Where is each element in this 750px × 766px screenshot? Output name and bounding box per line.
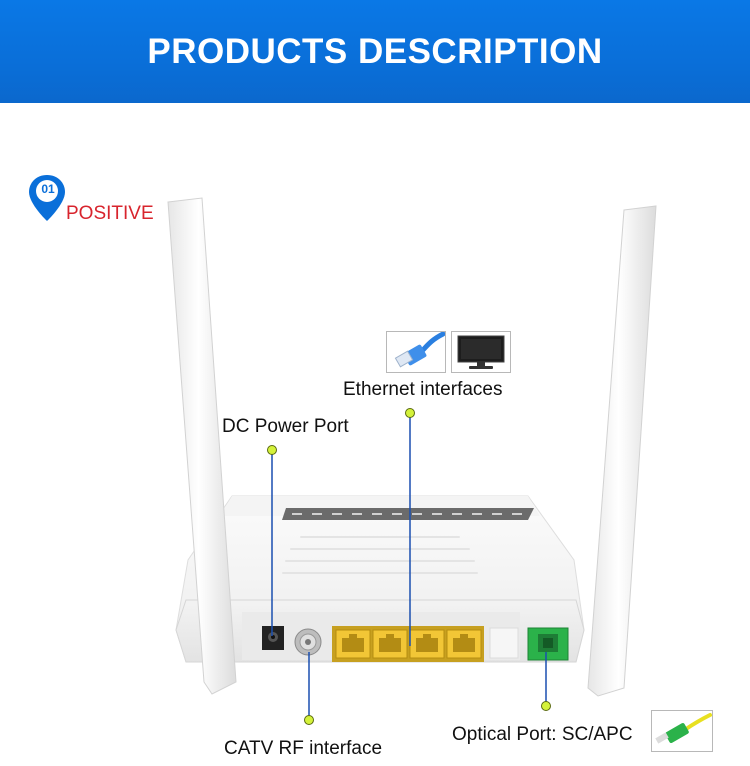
ethernet-cable-icon [394,331,446,368]
led-indicator-strip [282,508,534,520]
monitor-thumbnail [451,331,511,373]
monitor-icon [457,335,505,369]
catv-rf-port [294,628,322,656]
right-antenna [587,205,657,697]
ethernet-interfaces-label: Ethernet interfaces [343,379,503,400]
location-pin-icon [29,175,65,221]
fiber-connector-thumbnail [651,710,713,752]
dc-power-port-label: DC Power Port [222,416,349,437]
lan-port [335,629,371,659]
fiber-connector-icon [655,713,712,744]
blank-panel [489,627,519,659]
page-title: PRODUCTS DESCRIPTION [147,32,603,71]
lan-port [409,629,445,659]
header-banner: PRODUCTS DESCRIPTION [0,0,750,103]
lan-port [372,629,408,659]
optical-port [527,627,569,661]
lan-port [446,629,482,659]
section-label: POSITIVE [66,203,154,224]
optical-port-label: Optical Port: SC/APC [452,724,633,745]
left-antenna [167,197,237,695]
ethernet-ports [332,626,484,662]
dc-power-port [262,626,284,650]
ethernet-cable-thumbnail [386,331,446,373]
catv-rf-interface-label: CATV RF interface [224,738,383,759]
section-number: 01 [41,182,55,196]
vent-pattern [282,536,478,574]
